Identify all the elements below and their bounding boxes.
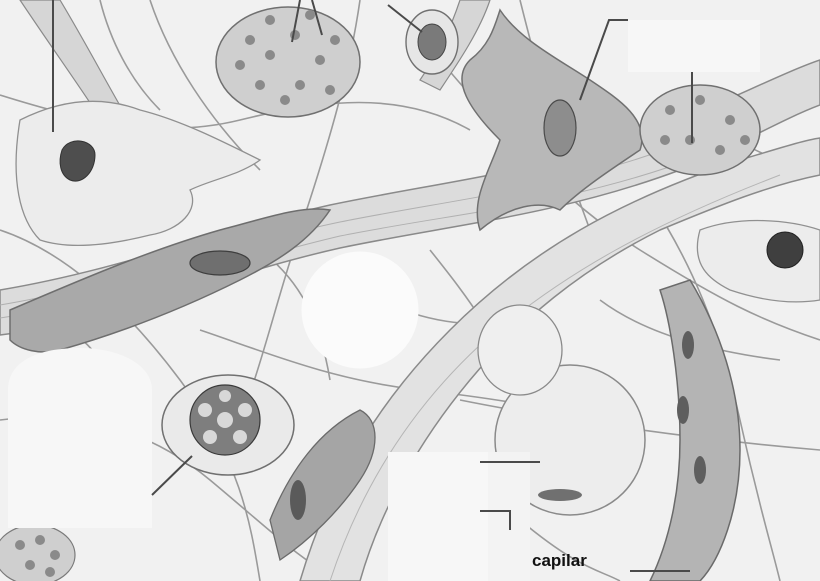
fibroblast-stellate-cell	[462, 10, 642, 230]
mast-cell-right	[640, 85, 760, 175]
capillary-vessel	[650, 280, 740, 581]
mast-cell	[216, 7, 360, 117]
label-capillary: capilar	[532, 551, 587, 571]
leader-line-plasma-cell	[152, 456, 192, 495]
small-cell-top	[406, 10, 458, 74]
fat-cell-cluster	[0, 525, 75, 581]
adipocyte-blank-circle	[302, 252, 418, 368]
macrophage-cell-right	[697, 221, 820, 302]
plasma-cell	[162, 375, 294, 475]
adipocyte-small	[478, 305, 562, 395]
